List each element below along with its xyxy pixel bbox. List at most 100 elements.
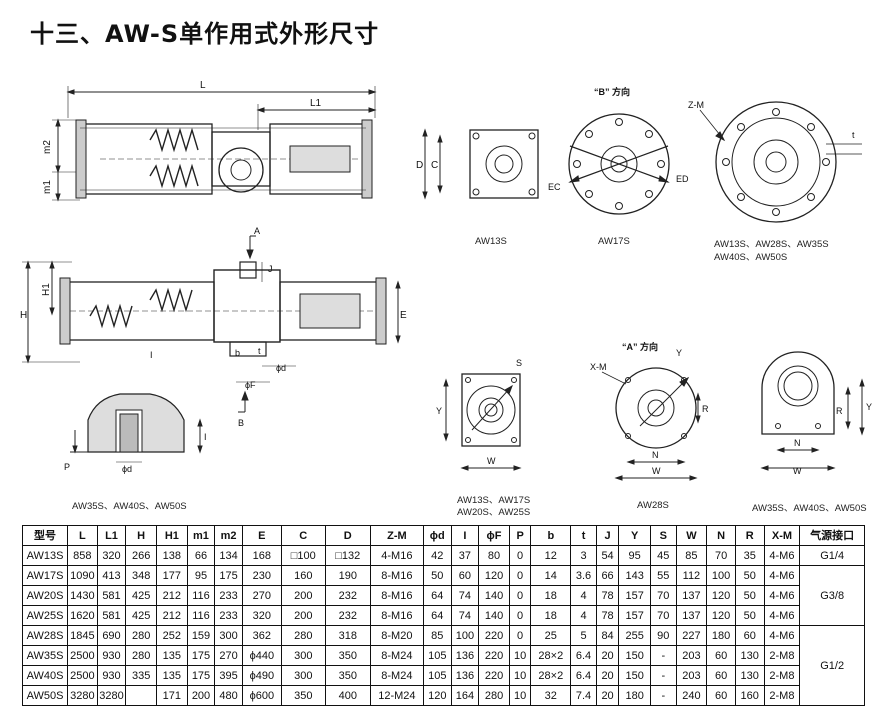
dim-L-label: L (200, 80, 206, 91)
table-cell: 95 (186, 565, 216, 586)
table-cell: 318 (324, 625, 371, 646)
table-cell: 203 (675, 645, 708, 666)
dim-b-label: b (235, 348, 240, 358)
table-cell: 190 (324, 565, 371, 586)
table-cell: 8-M24 (369, 665, 424, 686)
table-cell: 70 (650, 605, 677, 626)
table-cell: AW20S (21, 585, 69, 606)
aw17-flange-drawing: EC ED (548, 113, 689, 215)
table-cell: 7.4 (570, 685, 597, 706)
table-cell: 135 (156, 665, 188, 686)
table-cell: 220 (478, 625, 510, 646)
aw28-W-label: W (652, 466, 661, 476)
table-cell: 157 (618, 585, 652, 606)
table-cell: 413 (96, 565, 127, 586)
table-header-cell: H1 (156, 525, 188, 546)
table-cell: 400 (324, 685, 371, 706)
table-cell: 255 (618, 625, 652, 646)
zm-t-label: t (852, 130, 855, 140)
table-cell: 74 (450, 605, 480, 626)
zm-Z-M-label: Z-M (688, 100, 704, 110)
detail-I-label: I (204, 432, 207, 442)
aw13-25-caption-line1: AW13S、AW17S (457, 495, 531, 506)
table-cell: 4-M6 (763, 545, 801, 566)
table-cell: 60 (706, 665, 736, 686)
table-cell: AW40S (21, 665, 69, 686)
table-cell: 300 (280, 645, 326, 666)
table-cell: 690 (96, 625, 127, 646)
table-cell: 177 (156, 565, 188, 586)
view-b-header: “B” 方向 (594, 86, 630, 97)
dim-E-label: E (400, 310, 407, 321)
table-cell: - (650, 665, 677, 686)
table-cell: 20 (595, 645, 620, 666)
table-cell: 136 (450, 645, 480, 666)
table-cell: 350 (280, 685, 326, 706)
table-cell: 150 (618, 645, 652, 666)
table-cell: 480 (214, 685, 243, 706)
table-cell: 1430 (67, 585, 98, 606)
table-cell: 233 (214, 585, 243, 606)
aw17-ED-label: ED (676, 174, 689, 184)
table-cell: 252 (156, 625, 188, 646)
aw28-X-M-label: X-M (590, 362, 607, 372)
dim-m2-label: m2 (42, 140, 53, 154)
aw13-25-flange-drawing: S Y W (436, 358, 522, 471)
detail-view-drawing: P I ϕd (64, 393, 207, 474)
table-cell: 10 (508, 645, 532, 666)
dim-t-label: t (258, 346, 261, 356)
aw35-50-Y-label: Y (866, 402, 872, 412)
aw13-25-W-label: W (487, 456, 496, 466)
table-cell: □132 (324, 545, 371, 566)
table-cell: 130 (734, 645, 765, 666)
table-cell: 64 (422, 585, 452, 606)
table-cell: 425 (125, 605, 157, 626)
table-cell: 10 (508, 685, 532, 706)
table-cell: AW50S (21, 685, 69, 706)
side-view-drawing: H H1 A J E I b t ϕ (20, 226, 407, 428)
table-cell: 280 (125, 645, 157, 666)
table-cell: 4-M6 (763, 625, 801, 646)
table-cell: 1845 (67, 625, 98, 646)
table-header-cell: D (324, 525, 371, 546)
table-cell: 32 (530, 685, 572, 706)
table-cell: 8-M20 (369, 625, 424, 646)
table-cell: 200 (186, 685, 216, 706)
page-title: 十三、AW-S单作用式外形尺寸 (30, 20, 380, 48)
table-cell: 130 (734, 665, 765, 686)
table-cell (125, 685, 157, 706)
table-cell: 220 (478, 665, 510, 686)
table-cell: 159 (186, 625, 216, 646)
table-header-cell: R (734, 525, 765, 546)
table-cell: 425 (125, 585, 157, 606)
table-cell: 4-M16 (369, 545, 424, 566)
dim-phiF-label: ϕF (245, 380, 256, 390)
table-cell: 233 (214, 605, 243, 626)
table-cell: 78 (595, 605, 620, 626)
aw35-50-R-label: R (836, 406, 843, 416)
table-cell: 116 (186, 605, 216, 626)
zm-caption-line1: AW13S、AW28S、AW35S (714, 239, 829, 250)
table-header-cell: ϕF (478, 525, 510, 546)
aw13-25-Y-label: Y (436, 406, 442, 416)
view-a-header: “A” 方向 (622, 341, 658, 352)
table-cell: 200 (280, 605, 326, 626)
table-cell: 100 (450, 625, 480, 646)
table-cell: 230 (241, 565, 282, 586)
table-header-cell: N (706, 525, 736, 546)
table-cell: 164 (450, 685, 480, 706)
table-cell: 140 (478, 605, 510, 626)
table-cell: 66 (595, 565, 620, 586)
table-cell: 160 (280, 565, 326, 586)
table-cell: 12 (530, 545, 572, 566)
table-cell: 6.4 (570, 665, 597, 686)
zm-flange-drawing: Z-M t (688, 100, 862, 223)
table-cell: 20 (595, 685, 620, 706)
table-header-cell: b (530, 525, 572, 546)
table-cell: 395 (214, 665, 243, 686)
table-cell: 66 (186, 545, 216, 566)
aw17-caption: AW17S (598, 236, 630, 247)
table-cell: 171 (156, 685, 188, 706)
